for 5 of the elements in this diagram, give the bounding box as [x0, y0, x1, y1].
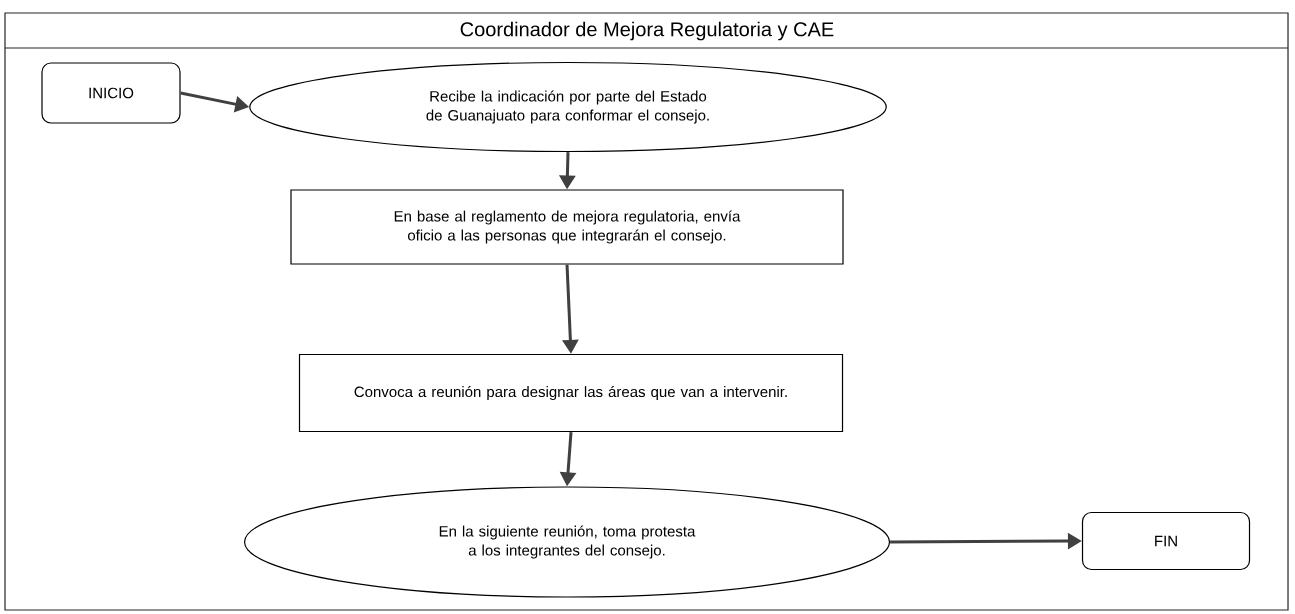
process-box: En base al reglamento de mejora regulatoria, envía oficio a las personas que integrarán el consejo.: [290, 189, 844, 265]
process-box: Convoca a reunión para designar las áreas que van a intervenir.: [298, 353, 844, 433]
terminal-box: INICIO: [41, 62, 181, 124]
lane-title: Coordinador de Mejora Regulatoria y CAE: [460, 21, 834, 41]
terminal-box: FIN: [1081, 511, 1251, 571]
